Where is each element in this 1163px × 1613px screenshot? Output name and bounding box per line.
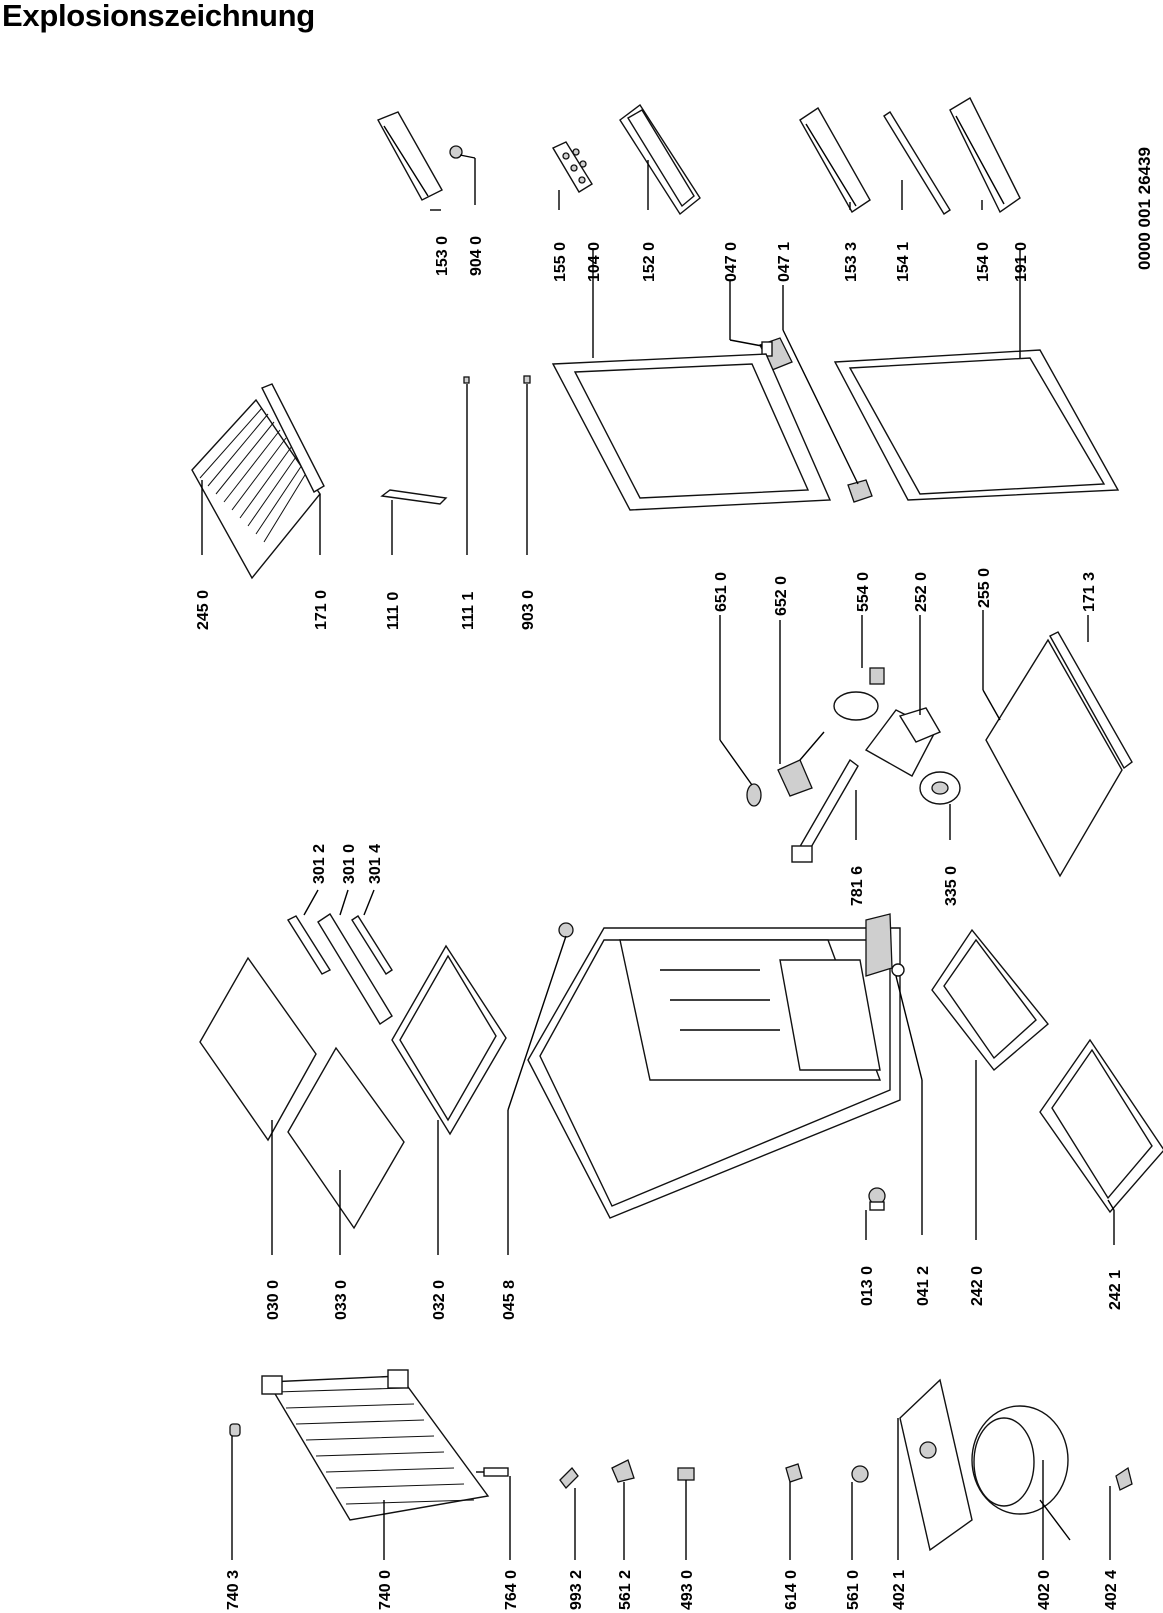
label-047-0: 047 0: [723, 242, 740, 282]
part-047-1: [847, 479, 873, 503]
label-111-0: 111 0: [385, 592, 402, 630]
part-245-0: [191, 398, 321, 580]
label-301-2: 301 2: [311, 844, 328, 884]
page-title: Explosionszeichnung: [2, 0, 315, 33]
part-402-1: [899, 1378, 973, 1552]
label-903-0: 903 0: [520, 590, 537, 630]
label-740-0: 740 0: [377, 1570, 394, 1610]
part-cabinet: [527, 927, 901, 1219]
part-drawings: [191, 97, 1163, 1552]
document-number: 0000 001 26439: [1135, 147, 1154, 270]
part-032-0: [391, 944, 507, 1136]
label-402-0: 402 0: [1036, 1570, 1053, 1610]
part-301-4: [351, 915, 393, 975]
label-764-0: 764 0: [503, 1570, 520, 1610]
label-171-3: 171 3: [1081, 572, 1098, 612]
part-171-3: [1049, 631, 1133, 770]
part-764-0: [476, 1467, 509, 1477]
label-561-2: 561 2: [617, 1570, 634, 1610]
label-030-0: 030 0: [265, 1280, 282, 1320]
label-335-0: 335 0: [943, 866, 960, 906]
part-013-0: [868, 1187, 886, 1211]
label-045-8: 045 8: [501, 1280, 518, 1320]
label-154-0: 154 0: [975, 242, 992, 282]
label-493-0: 493 0: [679, 1570, 696, 1610]
label-402-4: 402 4: [1103, 1570, 1120, 1610]
label-255-0: 255 0: [976, 568, 993, 608]
label-041-2: 041 2: [915, 1266, 932, 1306]
label-191-0: 191 0: [1013, 242, 1030, 282]
label-781-6: 781 6: [849, 866, 866, 906]
label-993-2: 993 2: [568, 1570, 585, 1610]
label-154-1: 154 1: [895, 242, 912, 282]
part-111-1: [463, 376, 470, 384]
part-242-0: [931, 928, 1049, 1072]
part-111-0: [380, 489, 448, 505]
part-041-2: [865, 913, 905, 977]
label-252-0: 252 0: [913, 572, 930, 612]
part-740-3: [229, 1423, 241, 1437]
part-030-0: [199, 956, 317, 1142]
label-032-0: 032 0: [431, 1280, 448, 1320]
part-153-0: [377, 111, 443, 201]
label-614-0: 614 0: [783, 1570, 800, 1610]
part-493-0: [677, 1467, 695, 1481]
label-013-0: 013 0: [859, 1266, 876, 1306]
label-111-1: 111 1: [460, 592, 477, 630]
part-labels: 153 0 904 0 155 0 104 0 152 0 047 0 047 …: [195, 236, 1124, 1610]
label-301-4: 301 4: [367, 844, 384, 884]
part-651-0: [746, 783, 762, 807]
label-242-1: 242 1: [1107, 1270, 1124, 1310]
label-047-1: 047 1: [776, 242, 793, 282]
label-153-0: 153 0: [434, 236, 451, 276]
label-402-1: 402 1: [891, 1570, 908, 1610]
part-155-0: [552, 141, 593, 193]
label-171-0: 171 0: [313, 590, 330, 630]
part-153-3: [799, 106, 871, 214]
part-740-0: [261, 1369, 490, 1521]
part-993-2: [559, 1467, 579, 1489]
part-171-0: [261, 383, 325, 493]
part-255-0: [985, 638, 1123, 878]
part-045-8: [558, 922, 574, 938]
part-191-0: [833, 349, 1120, 501]
part-152-0: [619, 103, 701, 216]
label-245-0: 245 0: [195, 590, 212, 630]
part-561-0: [851, 1465, 869, 1483]
label-155-0: 155 0: [552, 242, 569, 282]
label-152-0: 152 0: [641, 242, 658, 282]
label-301-0: 301 0: [341, 844, 358, 884]
part-402-4: [1115, 1466, 1133, 1491]
label-904-0: 904 0: [468, 236, 485, 276]
part-402-0: [971, 1405, 1071, 1541]
label-740-3: 740 3: [225, 1570, 242, 1610]
part-154-1: [883, 111, 951, 215]
label-033-0: 033 0: [333, 1280, 350, 1320]
label-554-0: 554 0: [855, 572, 872, 612]
part-154-0: [949, 97, 1021, 214]
label-104-0: 104 0: [586, 242, 603, 282]
part-033-0: [287, 1046, 405, 1230]
label-652-0: 652 0: [773, 576, 790, 616]
part-903-0: [523, 375, 531, 384]
label-153-3: 153 3: [843, 242, 860, 282]
part-301-0: [317, 913, 393, 1025]
leader-lines: [201, 154, 1115, 1560]
part-614-0: [785, 1463, 803, 1483]
part-335-0: [919, 771, 961, 805]
label-242-0: 242 0: [969, 1266, 986, 1306]
part-904-0: [449, 145, 463, 159]
part-252-0: [864, 707, 942, 777]
part-652-0: [777, 731, 825, 797]
part-242-1: [1039, 1038, 1163, 1214]
part-104-0: [551, 353, 832, 511]
label-651-0: 651 0: [713, 572, 730, 612]
part-561-2: [611, 1459, 635, 1483]
part-301-2: [286, 915, 332, 975]
part-781-6: [791, 758, 859, 863]
label-561-0: 561 0: [845, 1570, 862, 1610]
part-554-0: [833, 667, 885, 721]
